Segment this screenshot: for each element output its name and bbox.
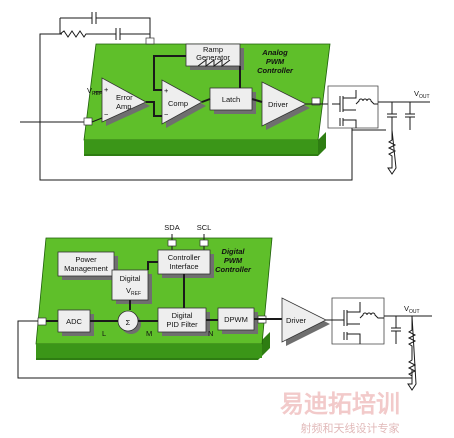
digital-title-line-1: Digital <box>222 247 246 256</box>
pid-label-2: PID Filter <box>166 320 198 329</box>
vref-label: VREF <box>87 86 102 97</box>
analog-title-line-2: PWM <box>266 57 285 66</box>
comp-label: Comp <box>168 99 188 108</box>
analog-title-line-1: Analog <box>261 48 288 57</box>
analog-title-line-3: Controller <box>257 66 294 75</box>
digital-inductor <box>359 312 384 319</box>
ea-feedback-wire <box>91 117 103 123</box>
digital-divider <box>407 315 417 391</box>
error-amp-label-1: Error <box>116 93 133 102</box>
dvref-label: Digital <box>120 274 141 283</box>
digital-title-line-2: PWM <box>224 256 243 265</box>
node-l: L <box>102 329 106 338</box>
power-mgmt-label-2: Management <box>64 264 109 273</box>
driver-label: Driver <box>268 100 289 109</box>
ea-to-comp-wire <box>146 101 162 117</box>
sda-pin <box>167 239 177 247</box>
error-amp-plus: + <box>104 85 109 94</box>
digital-vout: VOUT <box>404 304 420 315</box>
scl-pin <box>199 239 209 247</box>
input-wire <box>39 100 353 181</box>
latch-label: Latch <box>222 95 240 104</box>
analog-mosfet-2 <box>339 118 357 128</box>
dpwm-label: DPWM <box>224 315 248 324</box>
digital-driver <box>281 297 327 343</box>
ramp-sawtooth <box>197 59 231 67</box>
digital-power-stage <box>331 297 385 345</box>
ramp-to-comp-wire <box>153 55 186 91</box>
feedback-pin <box>145 37 155 45</box>
digital-feedback-wire <box>17 320 413 384</box>
ramp-label-1: Ramp <box>203 45 223 54</box>
digital-section: Digital PWM Controller SDA SCL Power Man… <box>17 223 432 391</box>
analog-vout: VOUT <box>414 89 430 100</box>
analog-board-front <box>84 140 318 154</box>
analog-inductor <box>355 98 378 105</box>
digital-board-front <box>36 344 262 358</box>
driver <box>261 81 307 127</box>
ramp-label-2: Generator <box>196 53 230 62</box>
digital-title-line-3: Controller <box>215 265 252 274</box>
ctrl-if-label-2: Interface <box>169 262 198 271</box>
comp-minus: − <box>164 110 169 119</box>
digital-mosfet-2 <box>343 332 361 344</box>
error-amp <box>101 77 147 123</box>
ctrl-to-vref-wire <box>147 261 158 270</box>
watermark-sub: 射频和天线设计专家 <box>301 421 400 435</box>
sda-label: SDA <box>164 223 179 232</box>
error-amp-label-2: Amp <box>116 102 131 111</box>
comparator <box>161 79 203 125</box>
ctrl-if-label-1: Controller <box>168 253 201 262</box>
feedback-wire-top <box>39 18 62 126</box>
pid-label-1: Digital <box>172 311 193 320</box>
analog-mosfet-1 <box>332 90 357 112</box>
feedback-cap-series <box>110 28 151 44</box>
digital-input-pin <box>37 317 47 326</box>
power-mgmt-label-1: Power <box>75 255 97 264</box>
analog-divider <box>387 129 397 175</box>
comp-to-latch-wire <box>201 98 211 103</box>
controller-interface <box>157 249 211 275</box>
scl-label: SCL <box>197 223 212 232</box>
node-m: M <box>146 329 152 338</box>
digital-output-cap <box>391 316 401 344</box>
adc-label: ADC <box>66 317 82 326</box>
latch-to-driver-wire <box>251 98 263 103</box>
analog-output-cap-2 <box>405 102 415 130</box>
dvref-v-label: VREF <box>126 286 141 297</box>
analog-output-pin <box>311 97 321 106</box>
analog-input-pin <box>83 117 93 126</box>
feedback-resistor <box>59 30 110 38</box>
analog-output-cap <box>387 102 397 130</box>
feedback-cap-parallel <box>60 12 151 34</box>
digital-mosfet-1 <box>336 302 361 326</box>
watermark-main: 易迪拓培训 <box>280 390 400 418</box>
power-management <box>57 251 115 277</box>
digital-driver-label: Driver <box>286 316 307 325</box>
analog-section: Analog PWM Controller Error Amp + − VREF… <box>20 12 430 181</box>
comp-plus: + <box>164 86 169 95</box>
watermark: 易迪拓培训 射频和天线设计专家 <box>280 390 400 435</box>
sigma-symbol: Σ <box>126 318 131 327</box>
analog-power-stage <box>327 85 379 129</box>
error-amp-minus: − <box>104 110 109 119</box>
node-n: N <box>208 329 213 338</box>
